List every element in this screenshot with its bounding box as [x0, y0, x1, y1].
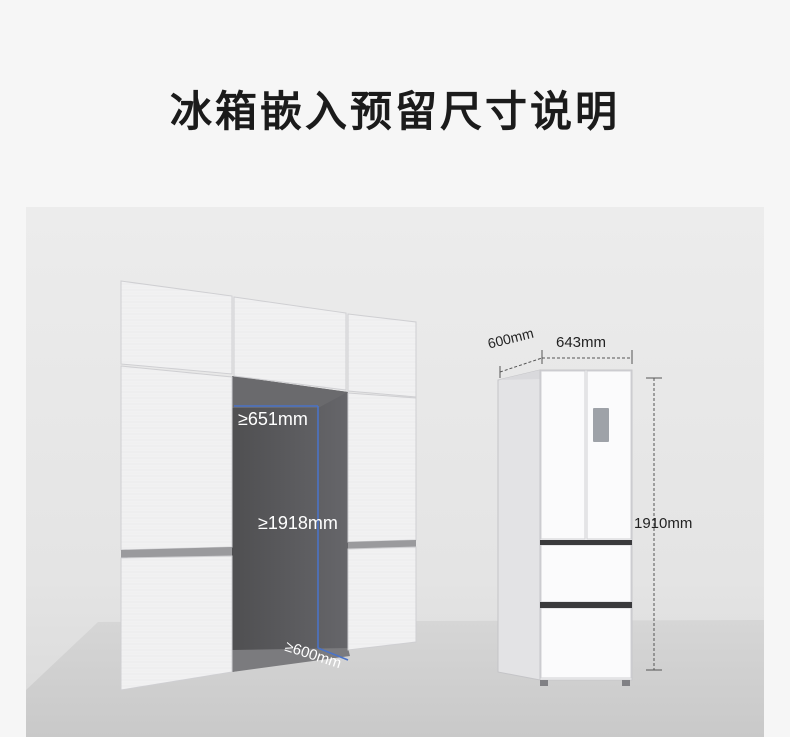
fridge-control-panel: [593, 408, 609, 442]
fridge-handle-2: [540, 602, 632, 608]
page-title: 冰箱嵌入预留尺寸说明: [169, 87, 620, 136]
fridge-right-upper-door: [586, 370, 632, 540]
niche-floor: [232, 648, 350, 672]
upper-cabinet-right: [347, 313, 417, 398]
cabinet-wall: [120, 280, 417, 691]
fridge-drawer-1: [540, 544, 632, 603]
niche-opening: [232, 376, 348, 672]
fridge-dimension-lines: [499, 350, 662, 671]
fridge-height-label: 1910mm: [634, 515, 693, 532]
fridge-drawer-2: [540, 607, 632, 679]
fridge-left-upper-door: [540, 370, 586, 540]
fridge-foot-right: [622, 680, 630, 686]
fridge-side-panel: [497, 369, 541, 681]
left-cabinet-upper: [120, 365, 233, 551]
fridge-foot-left: [540, 680, 548, 686]
niche-depth-line: [317, 647, 349, 661]
fridge-handle-1: [540, 540, 632, 545]
right-cabinet-lower: [347, 546, 417, 651]
fridge-width-label: 643mm: [556, 334, 607, 351]
fridge-depth-line: [499, 357, 543, 373]
right-cabinet-upper: [347, 392, 417, 543]
niche-back-wall: [232, 376, 348, 408]
niche-width-label: ≥651mm: [238, 409, 308, 429]
left-cabinet-lower: [120, 555, 233, 691]
left-cabinet-seam: [121, 547, 232, 558]
niche-height-label: ≥1918mm: [258, 513, 338, 533]
upper-cabinet-left: [120, 280, 233, 375]
refrigerator: [497, 369, 633, 686]
upper-cabinet-middle: [233, 296, 347, 391]
niche-dimension-lines: [234, 405, 349, 661]
right-cabinet-seam: [348, 540, 416, 549]
